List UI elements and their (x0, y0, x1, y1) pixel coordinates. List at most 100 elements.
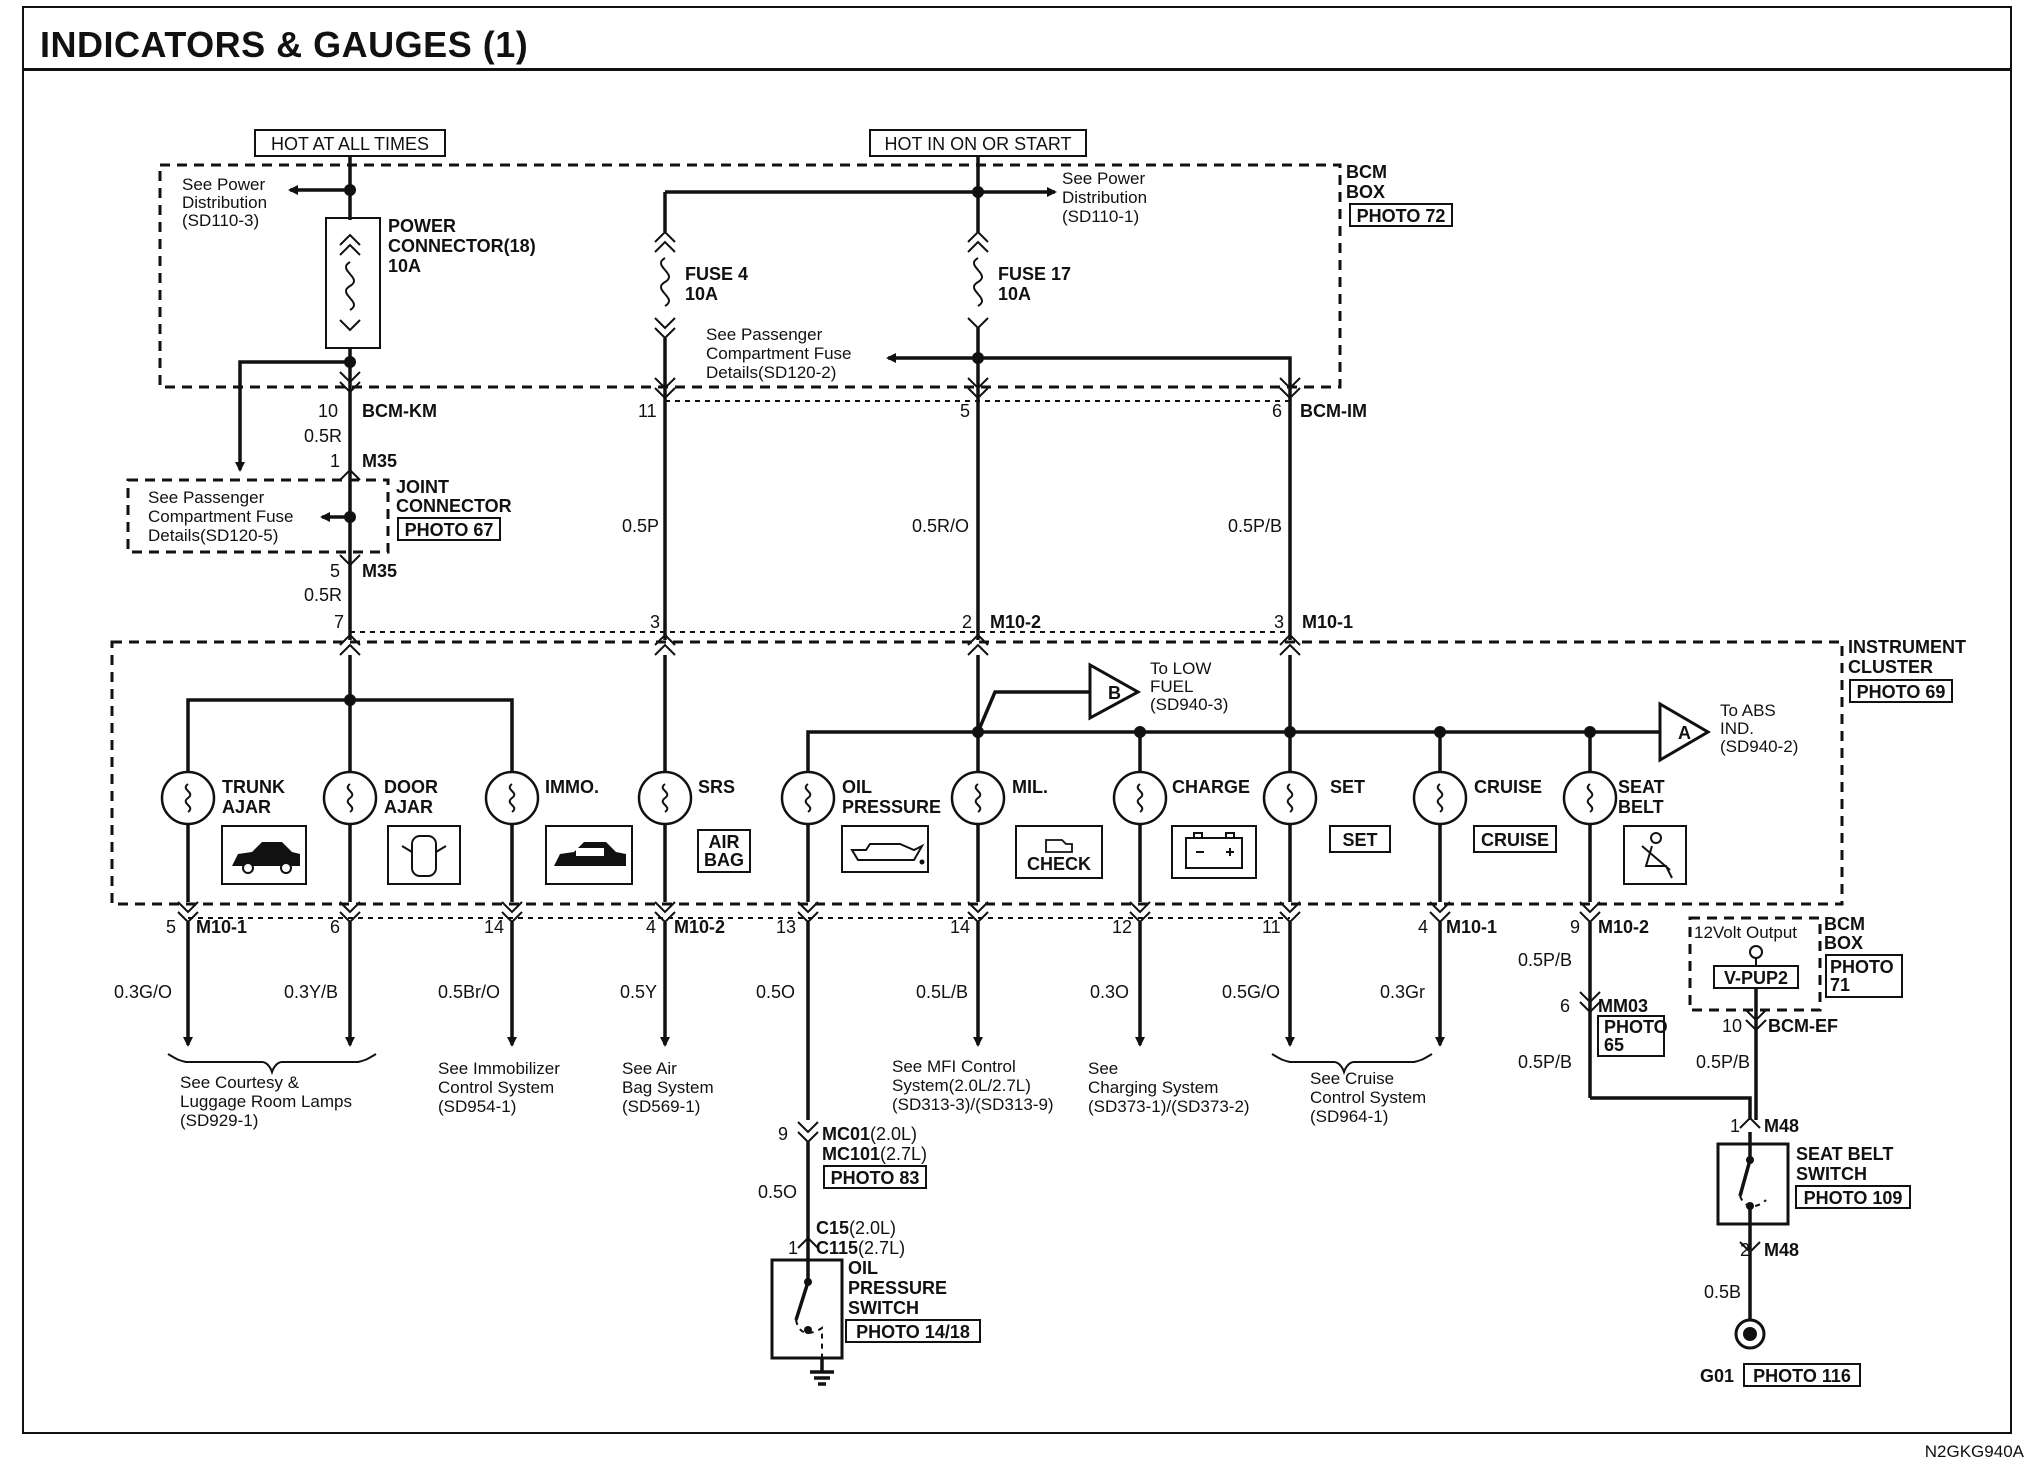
connector-pin-icon (339, 468, 361, 481)
diagram-frame (22, 6, 2012, 1434)
power-connector-label-1: POWER (388, 216, 456, 236)
svg-text:PHOTO 14/18: PHOTO 14/18 (856, 1322, 970, 1342)
oil-c115: C115(2.7L) (816, 1238, 905, 1258)
indicator-charge: CHARGE (1172, 777, 1250, 797)
wire-label-03gr: 0.3Gr (1380, 982, 1425, 1002)
svg-text:PHOTO: PHOTO (1604, 1017, 1668, 1037)
fuse-chevron (654, 230, 676, 253)
connector-pin-icon (654, 377, 676, 400)
ref-courtesy-2: Luggage Room Lamps (180, 1092, 352, 1111)
bcm-box-bottom (1688, 916, 1822, 1012)
ref-airbag-2: Bag System (622, 1078, 714, 1097)
immo-car-key-icon (545, 825, 633, 885)
ref-immobilizer-2: Control System (438, 1078, 554, 1097)
offpage-b-text-3: (SD940-3) (1150, 695, 1228, 714)
ref-pass-fuse-left-2: Compartment Fuse (148, 507, 294, 526)
ref-cruise-3: (SD964-1) (1310, 1107, 1388, 1126)
wire-label-05go: 0.5G/O (1222, 982, 1280, 1002)
pin-m35-5: 5 (330, 561, 340, 581)
ref-immobilizer-3: (SD954-1) (438, 1097, 516, 1116)
svg-text:AIR: AIR (709, 832, 740, 852)
indicator-trunk-ajar-2: AJAR (222, 797, 271, 817)
fuse4-label-1: FUSE 4 (685, 264, 748, 284)
pin-3: 3 (650, 612, 660, 632)
bcm-box-label-1: BCM (1346, 162, 1387, 182)
fuse-chevron (967, 317, 989, 330)
fuse4-element-icon (660, 257, 670, 307)
svg-text:V-PUP2: V-PUP2 (1724, 968, 1788, 988)
airbag-badge: AIR BAG (697, 829, 751, 873)
indicator-seat-belt-1: SEAT (1618, 777, 1665, 797)
ref-pass-fuse-left-1: See Passenger (148, 488, 265, 507)
pin-14b-bottom: 14 (950, 917, 970, 937)
ref-mfi-1: See MFI Control (892, 1057, 1016, 1076)
offpage-a-text-2: IND. (1720, 719, 1754, 738)
instrument-cluster-box (110, 640, 1844, 906)
indicator-oil-pressure-1: OIL (842, 777, 872, 797)
connector-m10-1-bottom-a: M10-1 (196, 917, 247, 937)
pin-4b-bottom: 4 (1418, 917, 1428, 937)
oil-pressure-switch-icon (770, 1248, 844, 1386)
svg-text:PHOTO 69: PHOTO 69 (1857, 682, 1946, 702)
connector-bcm-im: BCM-IM (1300, 401, 1367, 421)
bcm-12v-output: 12Volt Output (1694, 923, 1797, 942)
pin-11-bottom: 11 (1262, 917, 1281, 937)
oil-pin-9: 9 (778, 1124, 788, 1144)
joint-connector-box (126, 478, 390, 554)
wire-label-05r-b: 0.5R (304, 585, 342, 605)
connector-m48-bottom: M48 (1764, 1240, 1799, 1260)
battery-icon (1171, 825, 1257, 879)
pin-13-bottom: 13 (776, 917, 796, 937)
cluster-label-1: INSTRUMENT (1848, 637, 1966, 657)
ref-power-dist-left-3: (SD110-3) (182, 211, 259, 230)
connector-pin-icon (1739, 1116, 1761, 1129)
offpage-connector-a: A (1658, 701, 1711, 763)
photo-116-badge: PHOTO 116 (1743, 1363, 1861, 1387)
svg-text:SET: SET (1342, 830, 1377, 850)
bulb-door-ajar-icon (322, 770, 378, 826)
ref-cruise-1: See Cruise (1310, 1069, 1394, 1088)
power-connector-body (325, 217, 381, 349)
seat-switch-label-2: SWITCH (1796, 1164, 1867, 1184)
fuse4-label-2: 10A (685, 284, 718, 304)
fuse17-element-icon (973, 257, 983, 307)
indicator-mil: MIL. (1012, 777, 1048, 797)
connector-m35-bottom: M35 (362, 561, 397, 581)
bulb-oil-pressure-icon (780, 770, 836, 826)
m48-pin-2: 2 (1740, 1240, 1750, 1260)
pin-14a-bottom: 14 (484, 917, 504, 937)
title-divider (22, 68, 2012, 71)
photo-72-badge: PHOTO 72 (1349, 203, 1453, 227)
seat-switch-label-1: SEAT BELT (1796, 1144, 1893, 1164)
fuse-element-icon (345, 261, 355, 311)
ref-airbag-1: See Air (622, 1059, 677, 1078)
svg-text:PHOTO 109: PHOTO 109 (1804, 1188, 1903, 1208)
wire-label-03yb: 0.3Y/B (284, 982, 338, 1002)
offpage-a-text-3: (SD940-2) (1720, 737, 1798, 756)
ref-mfi-3: (SD313-3)/(SD313-9) (892, 1095, 1054, 1114)
pin-10: 10 (318, 401, 338, 421)
indicator-door-ajar-1: DOOR (384, 777, 438, 797)
connector-pin-icon (967, 377, 989, 400)
fuse-chevron (339, 233, 361, 256)
svg-text:CHECK: CHECK (1027, 854, 1091, 874)
figure-code: N2GKG940A (1924, 1442, 2024, 1461)
svg-text:PHOTO: PHOTO (1830, 957, 1894, 977)
wire-right-lamp-bus (806, 730, 1670, 780)
bulb-immo-icon (484, 770, 540, 826)
power-connector-label-2: CONNECTOR(18) (388, 236, 536, 256)
bulb-seat-belt-icon (1562, 770, 1618, 826)
ref-charging-3: (SD373-1)/(SD373-2) (1088, 1097, 1250, 1116)
door-car-icon (387, 825, 461, 885)
trunk-car-icon (221, 825, 307, 885)
pin-5-bottom: 5 (166, 917, 176, 937)
pin-9-bottom: 9 (1570, 917, 1580, 937)
cruise-badge: CRUISE (1473, 825, 1557, 853)
pin-6-bottom: 6 (330, 917, 340, 937)
connector-m10-1-bottom-b: M10-1 (1446, 917, 1497, 937)
pin-6: 6 (1272, 401, 1282, 421)
wire-label-05pb: 0.5P/B (1228, 516, 1282, 536)
connector-pin-icon (339, 554, 361, 567)
svg-text:PHOTO 116: PHOTO 116 (1753, 1366, 1851, 1386)
fuse-chevron (967, 230, 989, 253)
